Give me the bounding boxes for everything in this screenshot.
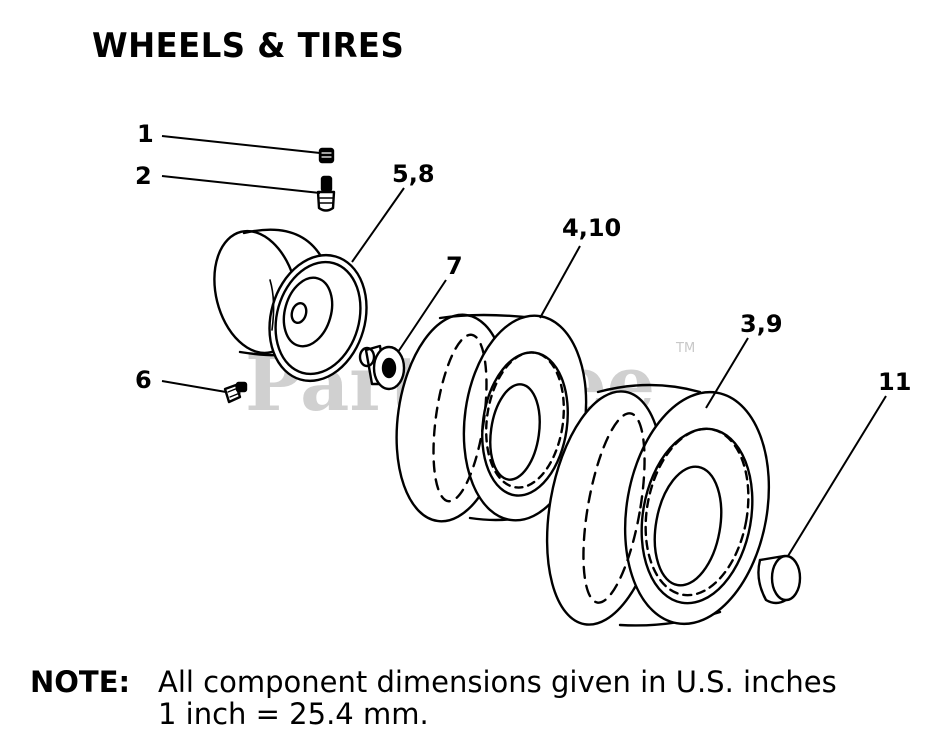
callout-2: 2	[135, 162, 152, 190]
rear-tire-part	[545, 383, 771, 627]
callout-6: 6	[135, 366, 152, 394]
note-line-1: All component dimensions given in U.S. i…	[158, 665, 837, 699]
note-label: NOTE:	[30, 665, 131, 699]
watermark-tm: TM	[675, 341, 695, 356]
note-block: NOTE: All component dimensions given in …	[30, 666, 837, 730]
valve-stem-part	[316, 175, 336, 212]
note-line-2: 1 inch = 25.4 mm.	[158, 697, 429, 731]
leader-line-1	[161, 135, 321, 154]
callout-5-8: 5,8	[392, 160, 435, 188]
leader-line-3-9	[705, 337, 749, 409]
callout-11: 11	[878, 368, 911, 396]
diagram-title: WHEELS & TIRES	[92, 26, 405, 66]
leader-line-7	[397, 279, 447, 353]
front-tire-part	[395, 313, 588, 523]
callout-3-9: 3,9	[740, 310, 783, 338]
leader-line-4-10	[539, 245, 581, 319]
callout-4-10: 4,10	[562, 214, 621, 242]
callout-7: 7	[446, 252, 463, 280]
leader-line-2	[161, 175, 321, 194]
grease-fitting-part	[223, 381, 248, 404]
leader-line-5-8	[351, 187, 405, 263]
leader-line-11	[787, 395, 887, 557]
leader-line-6	[161, 380, 227, 393]
callout-1: 1	[137, 120, 154, 148]
valve-cap-part	[318, 147, 335, 164]
note-text: All component dimensions given in U.S. i…	[158, 666, 837, 730]
wheel-rim-part	[213, 228, 368, 383]
bushing-part	[358, 344, 406, 391]
hub-cap-part	[757, 554, 802, 605]
